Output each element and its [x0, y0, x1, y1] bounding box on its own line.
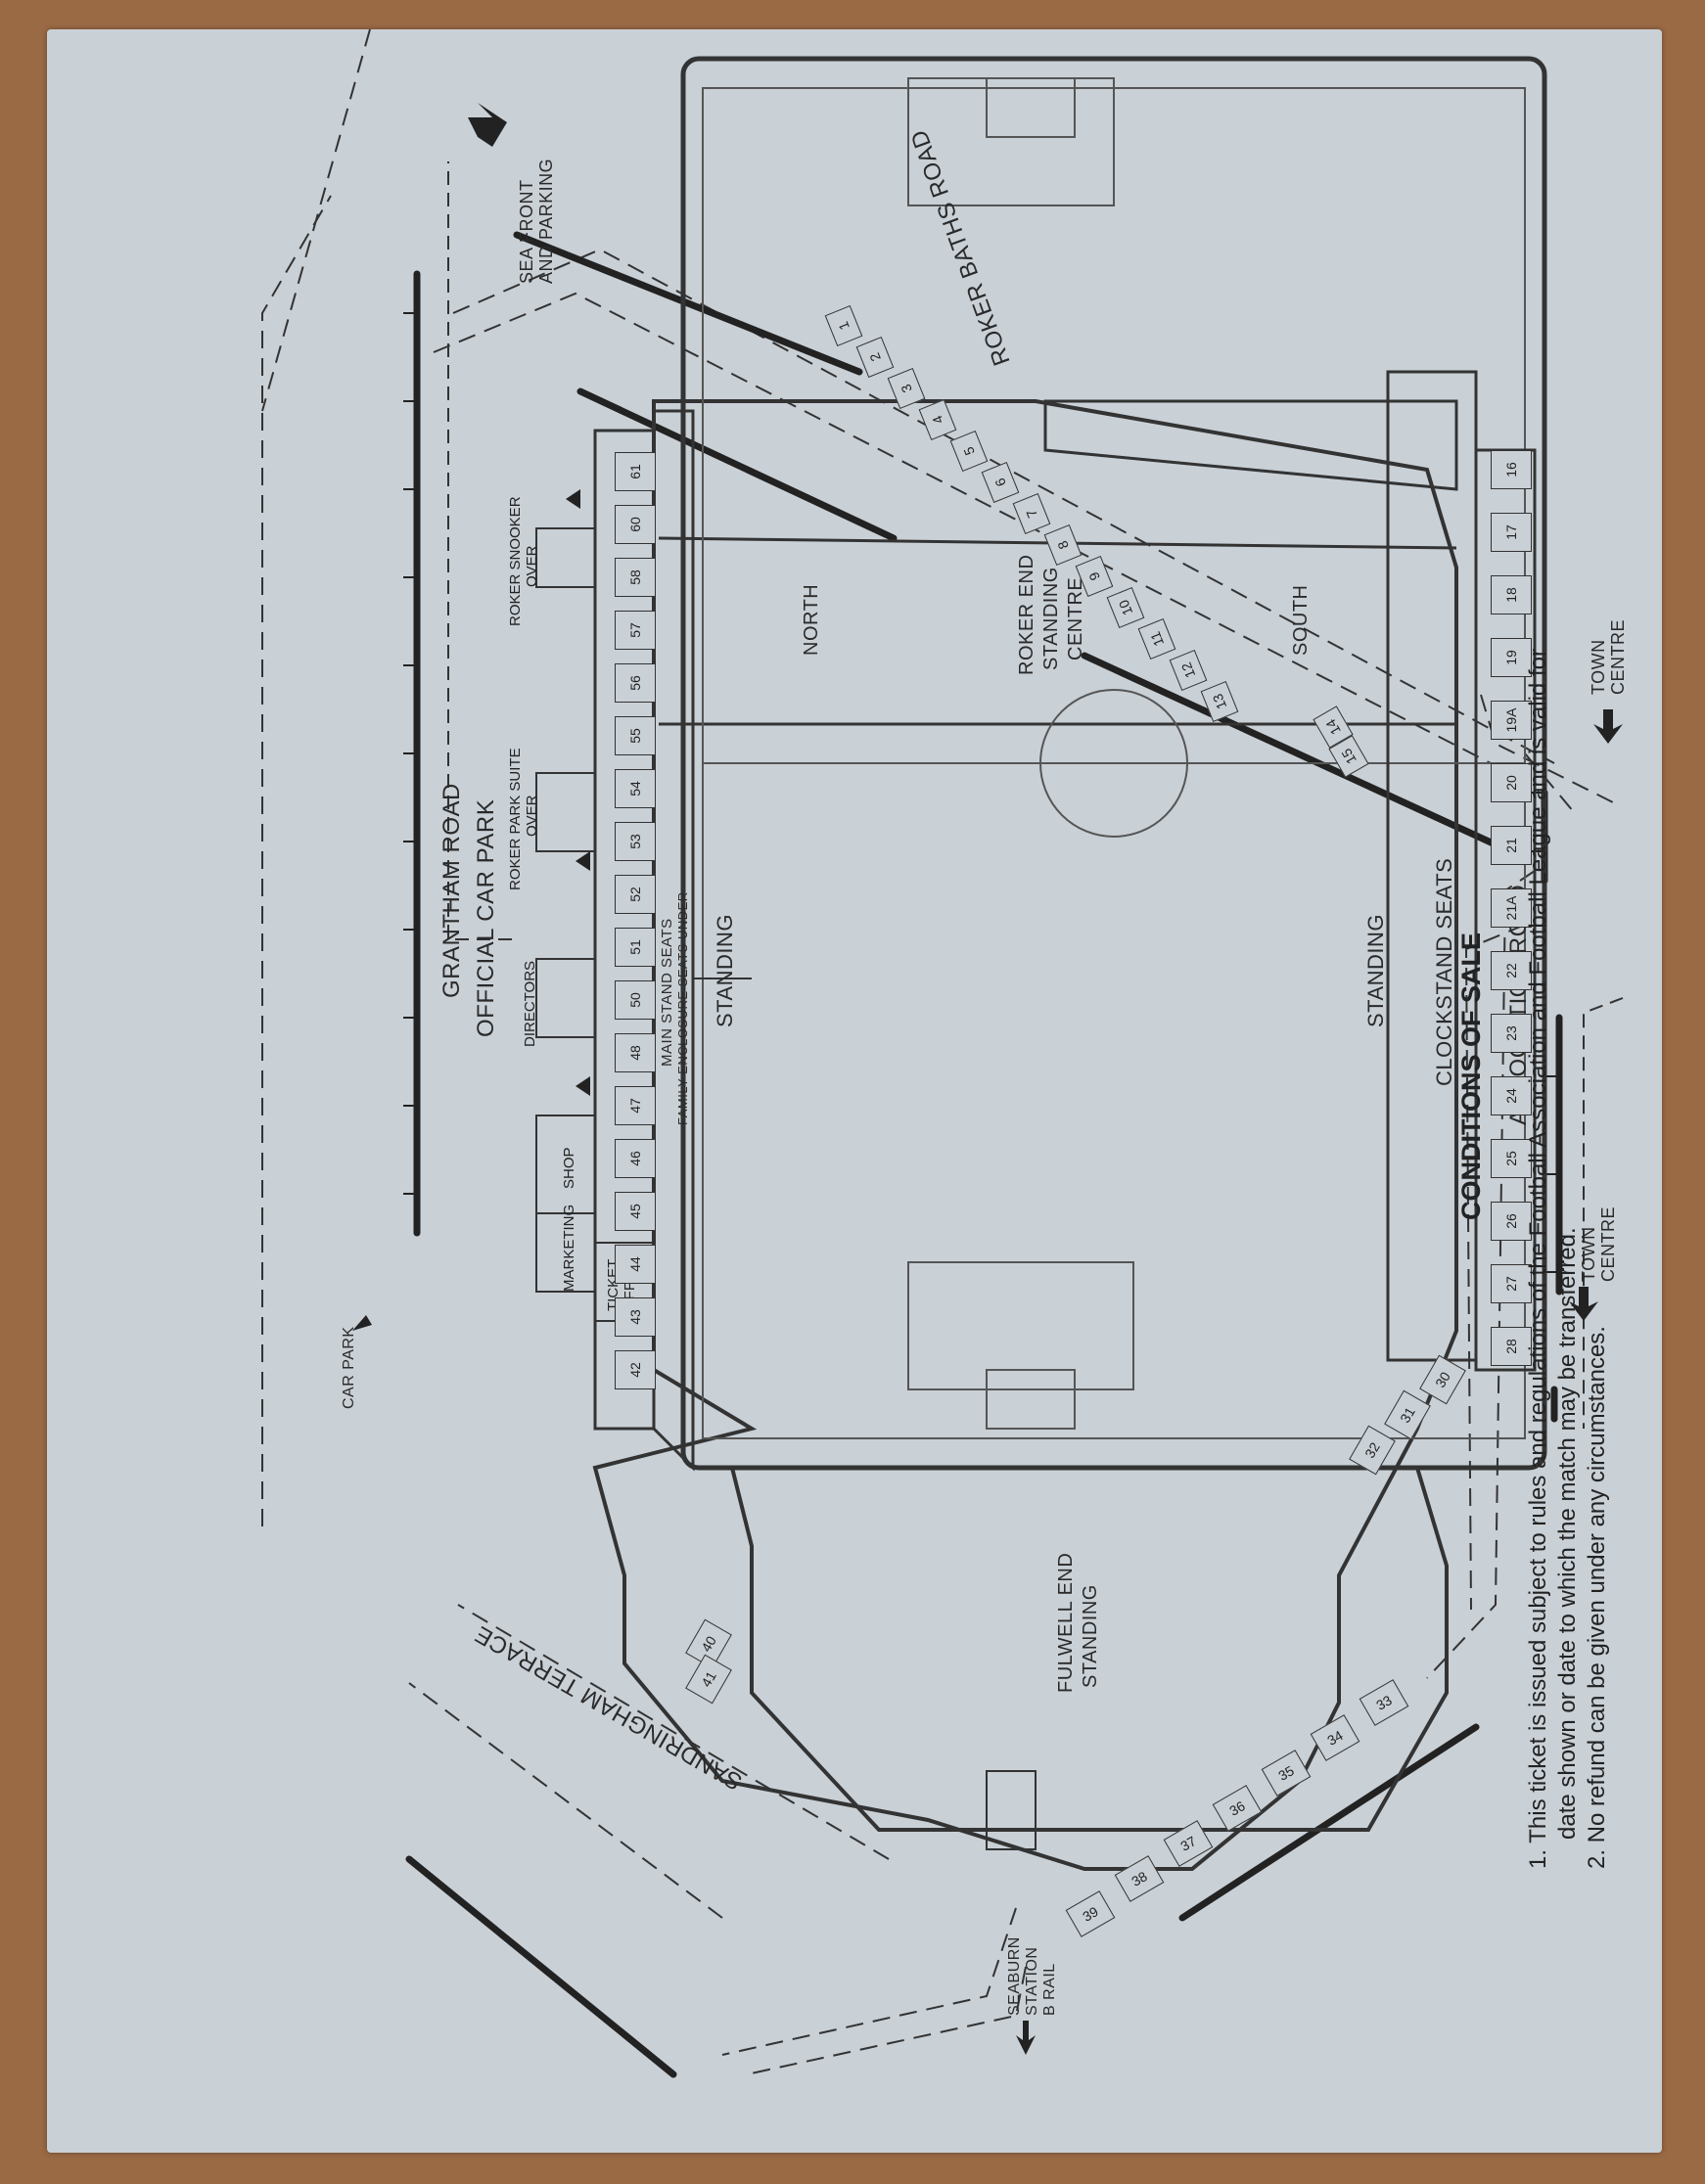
directors-building: [535, 958, 596, 1038]
road-clock-outer: [1426, 870, 1536, 1679]
stand-south-label: SOUTH: [1290, 584, 1312, 657]
snooker-label-1: ROKER SNOOKER: [507, 496, 524, 626]
seaburn-label-1: SEABURN: [1006, 1936, 1023, 2016]
conditions-title: CONDITIONS OF SALE: [1456, 933, 1486, 1221]
fulwell-end-standing-area: [729, 1466, 1449, 1832]
road-edge-north-3: [1081, 652, 1514, 855]
road-label-grantham: GRANTHAM ROAD: [438, 783, 465, 998]
stand-north-label: NORTH: [801, 583, 822, 656]
road-clock-inner: [1464, 924, 1526, 1611]
turnstile-16: 16: [1491, 450, 1532, 489]
turnstile-61: 61: [615, 452, 656, 491]
turnstile-51: 51: [615, 928, 656, 967]
turnstile-45: 45: [615, 1192, 656, 1231]
directors-label: DIRECTORS: [522, 960, 538, 1047]
road-edge-north-1: [513, 231, 863, 376]
road-edge-sandringham: [405, 1855, 677, 2078]
stand-main-seats-label: MAIN STAND SEATS: [659, 918, 675, 1067]
turnstile-18: 18: [1491, 575, 1532, 614]
building-row-dashed: [447, 161, 512, 940]
turnstile-43: 43: [615, 1297, 656, 1337]
shop-label: SHOP: [561, 1147, 577, 1189]
town-centre-bottom-label-1: TOWN: [1579, 1226, 1598, 1282]
stand-fulwell-label-2: STANDING: [1080, 1584, 1101, 1688]
road-association-dashed-2: [1524, 752, 1575, 813]
sea-front-label-2: AND PARKING: [536, 158, 556, 284]
arrow-seaburn-icon: [1016, 2021, 1036, 2055]
turnstile-53: 53: [615, 822, 656, 861]
turnstile-42: 42: [615, 1350, 656, 1389]
road-edge-north-2: [576, 387, 898, 542]
grantham-ticks: [403, 312, 1559, 1273]
turnstile-57: 57: [615, 611, 656, 650]
car-park-arrow-label: CAR PARK: [341, 1326, 357, 1409]
conditions-line-3: 2. No refund can be given under any circ…: [1584, 1326, 1610, 1869]
stand-clockstand-label: CLOCKSTAND SEATS: [1432, 857, 1456, 1086]
sea-front-label-1: SEA FRONT: [517, 179, 536, 284]
suite-label-1: ROKER PARK SUITE: [507, 748, 524, 890]
conditions-line-2: date shown or date to which the match ma…: [1554, 1227, 1581, 1840]
suite-label-2: OVER: [524, 795, 540, 837]
turnstile-60: 60: [615, 505, 656, 544]
snooker-building: [535, 527, 596, 588]
centre-circle: [1039, 689, 1188, 838]
turnstile-54: 54: [615, 769, 656, 808]
turnstile-47: 47: [615, 1086, 656, 1125]
ticket-rotated-content: ROKER BATHS ROAD ASSOCIATION ROAD GRANTH…: [47, 29, 1662, 2153]
road-sandringham-dashed-2: [457, 1604, 890, 1860]
snooker-label-2: OVER: [524, 545, 540, 587]
arrow-town-centre-bottom-icon: [1569, 1287, 1598, 1321]
marketing-label: MARKETING: [561, 1204, 577, 1292]
fulwell-end-gap: [986, 1770, 1037, 1850]
main-stand-seats-area: [593, 429, 656, 1431]
conditions-line-1: 1. This ticket is issued subject to rule…: [1525, 649, 1551, 1869]
stand-main-standing-label: STANDING: [713, 913, 737, 1027]
official-car-park-label: OFFICIAL CAR PARK: [473, 798, 499, 1037]
turnstile-44: 44: [615, 1245, 656, 1284]
seaburn-label-3: B RAIL: [1041, 1963, 1058, 2016]
arrow-town-centre-top-icon: [1593, 709, 1623, 744]
bottom-goal-box: [986, 1369, 1076, 1430]
roker-end-standing-centre-area: [1043, 399, 1458, 491]
road-fulwell-inner: [721, 1907, 1017, 2056]
ticket: ROKER BATHS ROAD ASSOCIATION ROAD GRANTH…: [47, 29, 1662, 2153]
turnstile-58: 58: [615, 558, 656, 597]
arrow-snooker-icon: [566, 489, 580, 509]
seaburn-label-2: STATION: [1024, 1946, 1040, 2016]
stadium-map: [261, 29, 1624, 2078]
road-grantham-dashed: [261, 195, 332, 1526]
arrow-directors-icon: [576, 1076, 590, 1096]
road-sandringham-dashed: [408, 1682, 723, 1919]
turnstile-56: 56: [615, 663, 656, 703]
stand-clock-standing-label: STANDING: [1363, 913, 1388, 1027]
road-edge-fulwell: [1178, 1723, 1480, 1922]
town-centre-top-label-2: CENTRE: [1608, 618, 1628, 695]
turnstile-46: 46: [615, 1139, 656, 1178]
turnstile-52: 52: [615, 875, 656, 914]
arrow-sea-front-icon: [468, 103, 507, 147]
turnstile-50: 50: [615, 980, 656, 1020]
town-centre-bottom-label-2: CENTRE: [1598, 1206, 1618, 1282]
suite-building: [535, 772, 596, 852]
direction-arrows: [352, 103, 1623, 2055]
turnstile-48: 48: [615, 1033, 656, 1072]
stand-roker-label-1: ROKER END: [1016, 554, 1037, 675]
road-roker-inner-dashed: [433, 292, 1492, 764]
road-sea-front-dashed: [261, 29, 371, 412]
stand-family-enclosure-label: FAMILY ENCLOSURE SEATS UNDER: [675, 891, 690, 1125]
arrow-car-park-icon: [352, 1315, 372, 1331]
arrow-suite-icon: [576, 851, 590, 871]
top-goal-box: [986, 77, 1076, 138]
turnstile-55: 55: [615, 716, 656, 755]
bottom-penalty-box: [907, 1261, 1134, 1390]
road-fulwell-outer: [746, 1966, 1027, 2075]
stand-fulwell-label-1: FULWELL END: [1055, 1552, 1077, 1693]
town-centre-top-label-1: TOWN: [1589, 639, 1608, 695]
turnstile-17: 17: [1491, 513, 1532, 552]
road-association-dashed: [1480, 694, 1614, 803]
stand-roker-label-2: STANDING: [1040, 567, 1062, 670]
road-roker-baths-dashed: [452, 248, 1555, 764]
